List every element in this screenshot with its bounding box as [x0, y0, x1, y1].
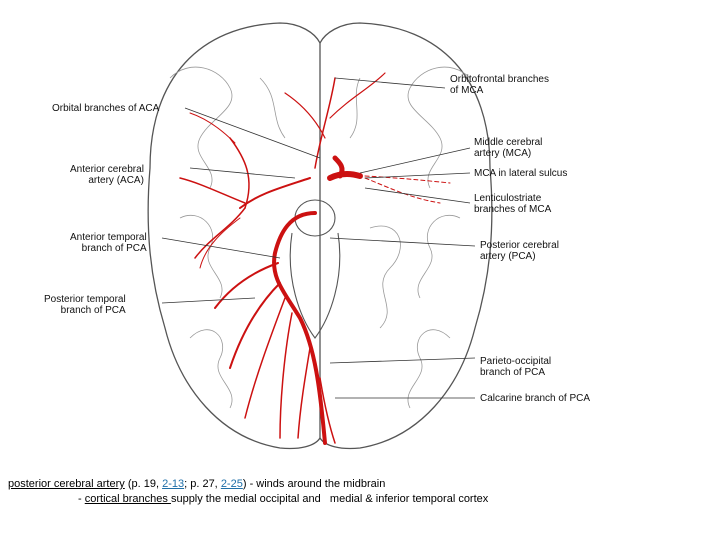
brain-illustration: Orbital branches of ACA Anterior cerebra…	[30, 18, 590, 473]
label-orbitofrontal-mca: Orbitofrontal branches of MCA	[450, 74, 549, 96]
label-mca-lateral-sulcus: MCA in lateral sulcus	[474, 168, 567, 179]
caption-ref-open: (p. 19,	[125, 478, 162, 490]
caption-line-2: - cortical branches supply the medial oc…	[78, 493, 488, 505]
link-2-13[interactable]: 2-13	[162, 478, 184, 490]
label-aca: Anterior cerebral artery (ACA)	[70, 164, 144, 186]
label-lenticulostriate: Lenticulostriate branches of MCA	[474, 193, 551, 215]
caption-line2-rest: supply the medial occipital and medial &…	[171, 493, 488, 505]
caption-description: - winds around the midbrain	[247, 478, 386, 490]
label-orbital-aca: Orbital branches of ACA	[52, 103, 159, 114]
caption-term: posterior cerebral artery	[8, 478, 125, 490]
caption-cortical-branches: cortical branches	[85, 493, 171, 505]
label-posterior-temporal-pca: Posterior temporal branch of PCA	[44, 294, 126, 316]
caption-ref-mid: ; p. 27,	[184, 478, 221, 490]
label-mca: Middle cerebral artery (MCA)	[474, 137, 542, 159]
label-calcarine: Calcarine branch of PCA	[480, 393, 590, 404]
caption-line-1: posterior cerebral artery (p. 19, 2-13; …	[8, 478, 385, 490]
label-anterior-temporal-pca: Anterior temporal branch of PCA	[70, 232, 147, 254]
label-pca: Posterior cerebral artery (PCA)	[480, 240, 559, 262]
arteries	[180, 73, 450, 443]
caption-line2-prefix: -	[78, 493, 85, 505]
label-parieto-occipital: Parieto-occipital branch of PCA	[480, 356, 551, 378]
link-2-25[interactable]: 2-25	[221, 478, 243, 490]
